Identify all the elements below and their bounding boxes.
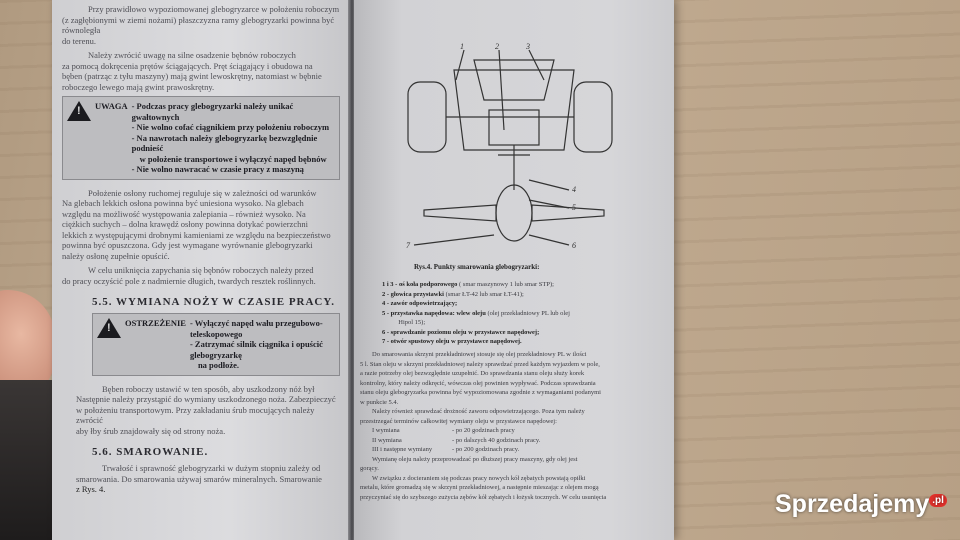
figure-label: 1 bbox=[460, 42, 464, 51]
right-page: 1 2 3 4 5 6 7 Rys.4. Punkty smarowania g… bbox=[354, 0, 674, 540]
paragraph: Trwałość i sprawność glebogryzarki w duż… bbox=[76, 463, 322, 494]
left-page: Przy prawidłowo wypoziomowanej glebogryz… bbox=[52, 0, 348, 540]
warning-icon: ! bbox=[67, 101, 91, 121]
section-heading: 5.6. SMAROWANIE. bbox=[92, 446, 209, 458]
paragraph: Położenie osłony ruchomej reguluje się w… bbox=[62, 187, 331, 261]
figure-label: 7 bbox=[406, 241, 411, 250]
lubrication-diagram: 1 2 3 4 5 6 7 bbox=[406, 42, 613, 250]
left-wheel bbox=[407, 81, 447, 153]
paragraph: Należy zwrócić uwagę na silne osadzenie … bbox=[62, 50, 322, 92]
right-wheel bbox=[573, 81, 613, 153]
figure-caption: Rys.4. Punkty smarowania glebogryzarki: bbox=[414, 263, 540, 271]
figure-legend: 1 i 3 - oś koła podporowego ( smar maszy… bbox=[382, 281, 570, 345]
watermark-logo: Sprzedajemy.pl bbox=[775, 490, 947, 519]
figure-label: 3 bbox=[525, 42, 530, 51]
warning-label: UWAGA bbox=[95, 101, 128, 111]
warning-box: ! UWAGA - Podczas pracy glebogryzarki na… bbox=[62, 96, 340, 180]
warning-box: ! OSTRZEŻENIE - Wyłączyć napęd wału prze… bbox=[92, 313, 340, 376]
figure-label: 2 bbox=[495, 42, 499, 51]
figure-label: 4 bbox=[572, 185, 576, 194]
dark-sleeve bbox=[0, 380, 52, 540]
warning-label: OSTRZEŻENIE bbox=[125, 318, 186, 328]
paragraph: Przy prawidłowo wypoziomowanej glebogryz… bbox=[62, 4, 340, 46]
warning-icon: ! bbox=[97, 318, 121, 338]
paragraph: W celu uniknięcia zapychania się bębnów … bbox=[62, 265, 316, 286]
section-heading: 5.5. WYMIANA NOŻY W CZASIE PRACY. bbox=[92, 296, 336, 308]
frame bbox=[453, 69, 575, 151]
figure-label: 5 bbox=[572, 203, 576, 212]
book-spine bbox=[348, 0, 356, 540]
figure-label: 6 bbox=[572, 241, 576, 250]
gearbox bbox=[495, 184, 533, 242]
paragraph: Do smarowania skrzyni przekładniowej sto… bbox=[360, 351, 607, 501]
paragraph: Bęben roboczy ustawić w ten sposób, aby … bbox=[76, 383, 336, 436]
